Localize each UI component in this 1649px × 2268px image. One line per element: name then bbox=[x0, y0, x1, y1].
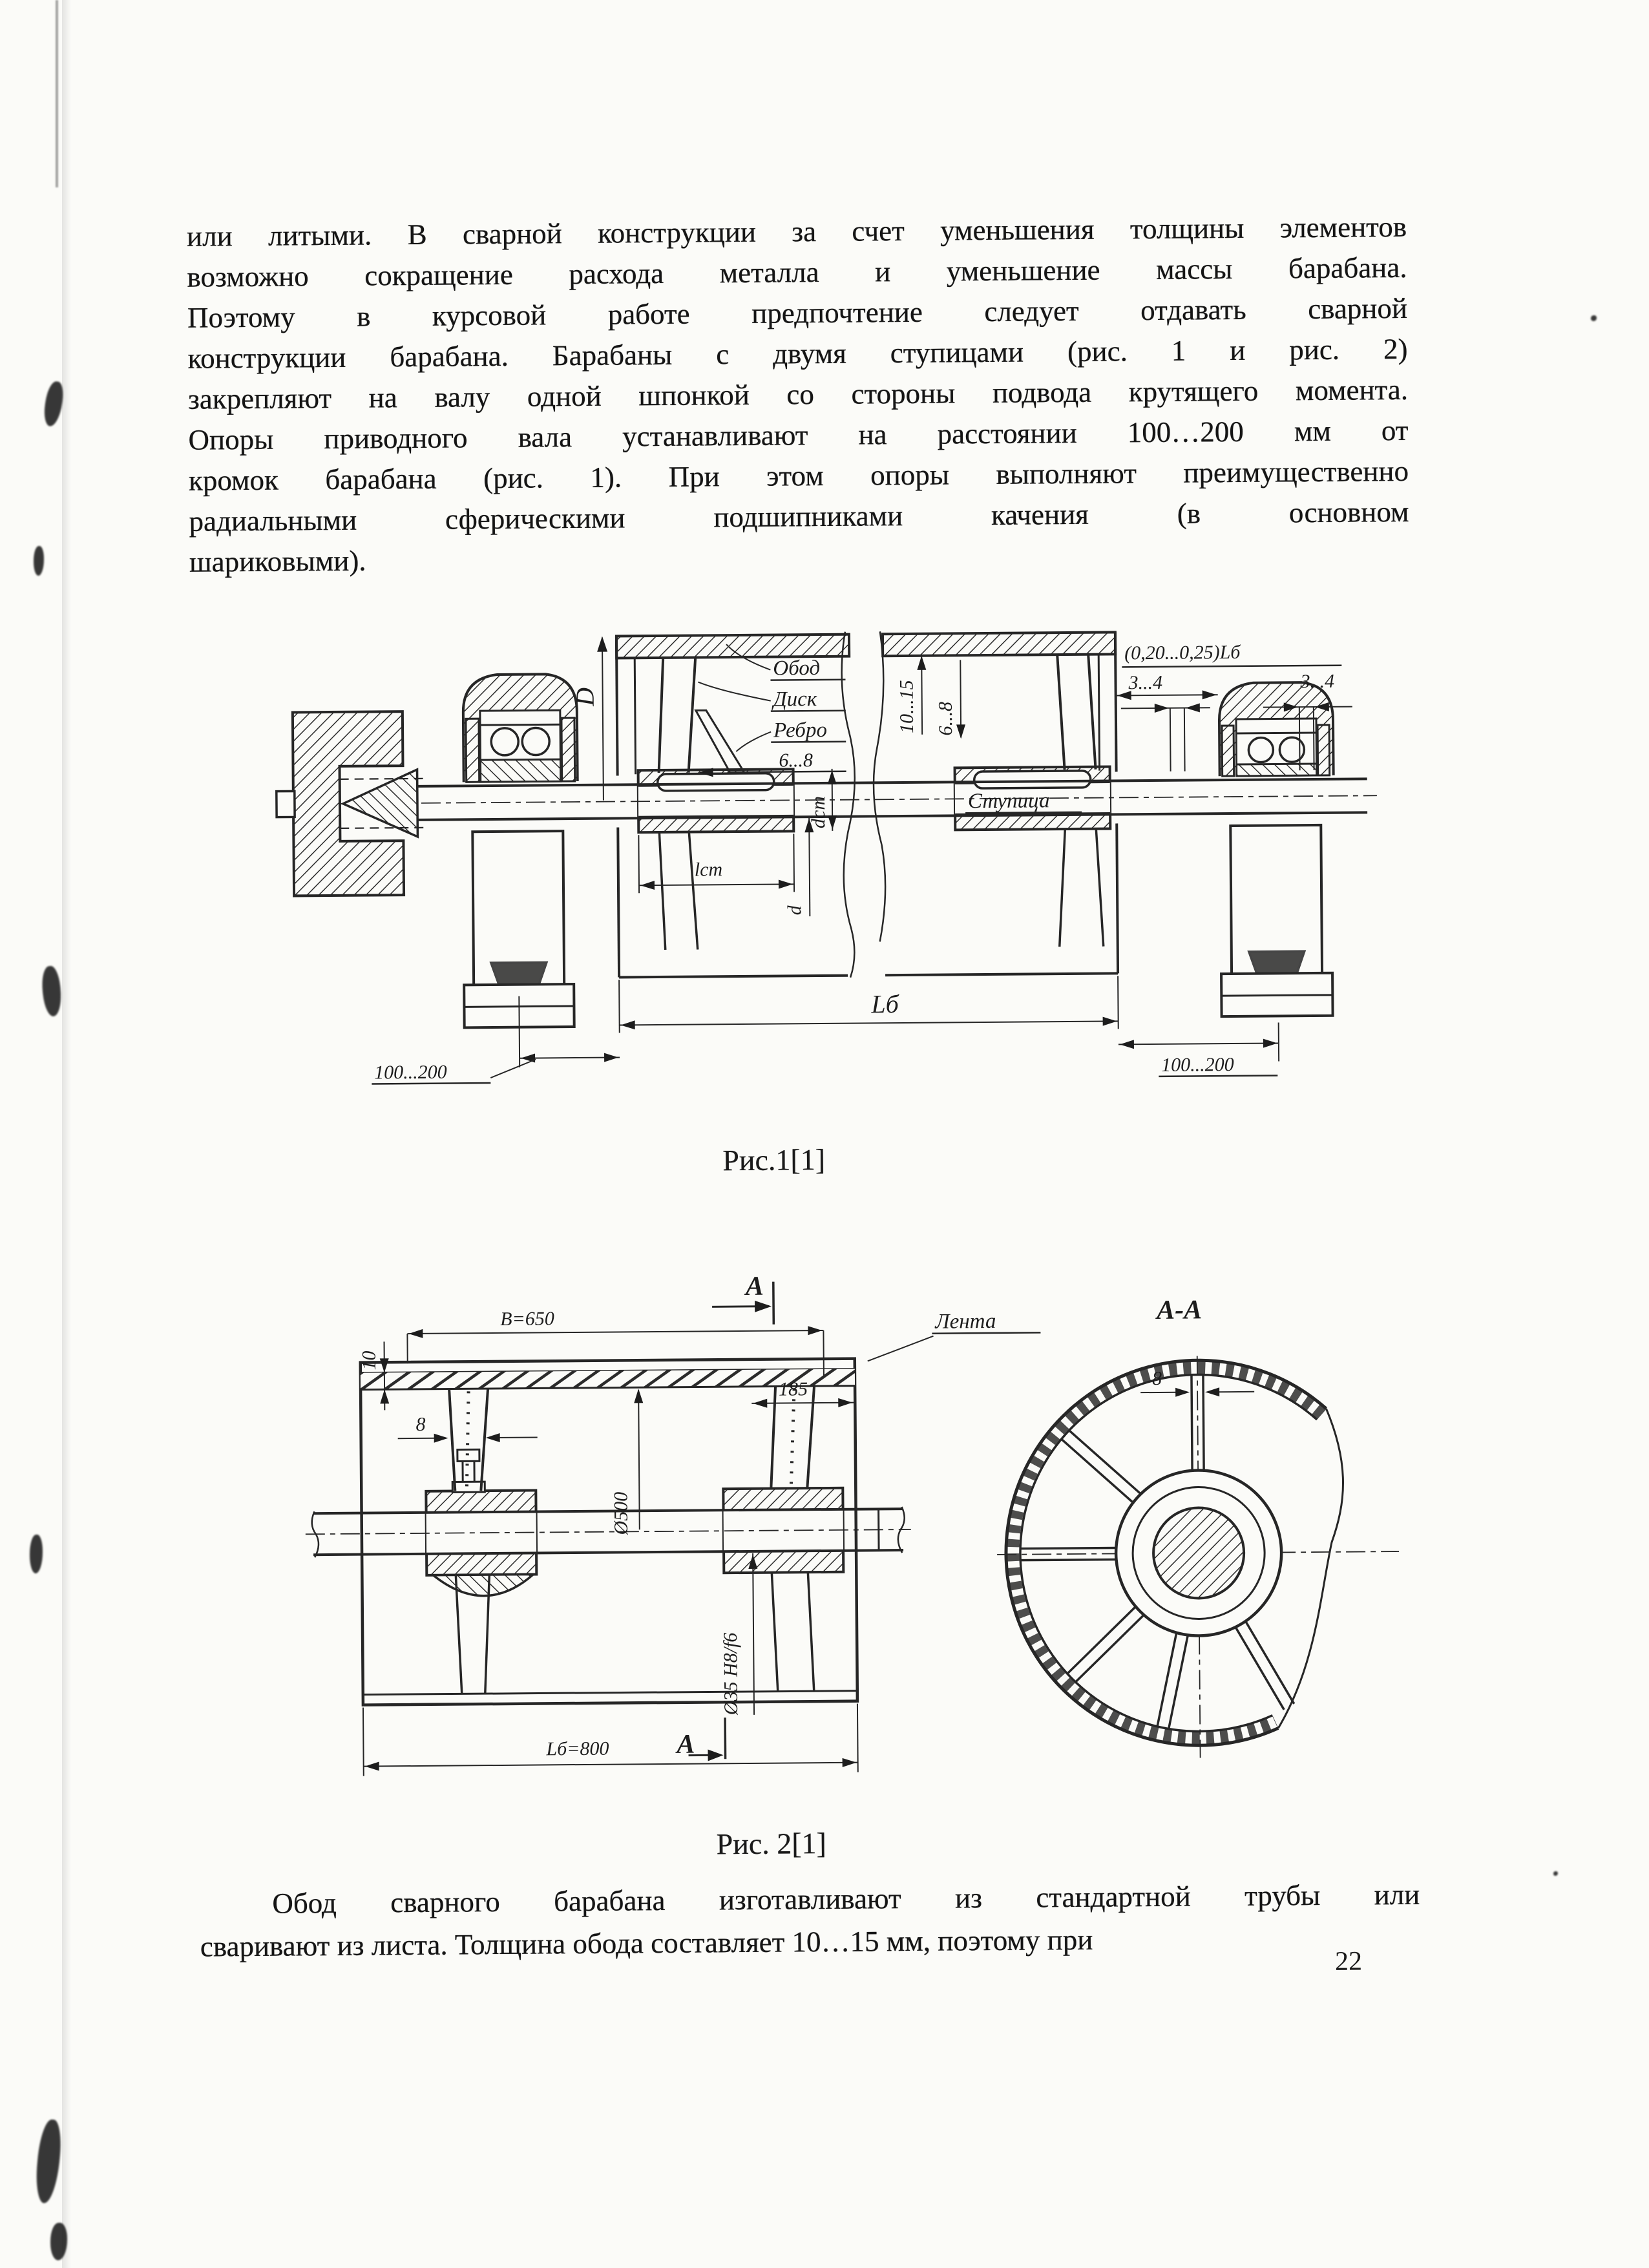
scan-artifact bbox=[34, 546, 44, 576]
scan-crease bbox=[62, 0, 71, 2268]
fig1-cone-icon bbox=[340, 768, 419, 839]
text-line: сваривают из листа. Толщина обода состав… bbox=[200, 1923, 1093, 1963]
fig1-axis-centerline bbox=[281, 795, 1377, 805]
scan-streak bbox=[56, 0, 58, 187]
fig2-rim-rope-hatch bbox=[1007, 1361, 1326, 1745]
figure-1-drawing: Обод Диск Ребро 6...8 10...15 6...8 (0,2… bbox=[274, 608, 1386, 1095]
fig2-drum-views: A B=650 Лента 10 8 185 Ø500 Ø35 H8/f6 Lб… bbox=[305, 1272, 1400, 1776]
fig2-dim-hub-offset: 185 bbox=[779, 1378, 808, 1400]
scan-artifact bbox=[30, 1535, 43, 1573]
fig1-label-rebro: Ребро bbox=[773, 719, 827, 742]
fig2-dim-rim: 10 bbox=[359, 1350, 380, 1370]
fig2-dim-drum-diameter: Ø500 bbox=[610, 1492, 632, 1536]
fig1-bearing-ball-icon bbox=[490, 727, 520, 757]
fig1-break-line bbox=[872, 631, 887, 942]
fig1-dim-dst: dст bbox=[808, 796, 829, 828]
fig1-left-end-fastening bbox=[275, 710, 426, 898]
fig1-dim-D: D bbox=[571, 688, 600, 707]
scan-artifact bbox=[1591, 315, 1597, 321]
fig1-bearing-ball-icon bbox=[1247, 736, 1275, 764]
fig2-section-AA-view bbox=[997, 1356, 1400, 1758]
fig1-label-disk: Диск bbox=[772, 688, 817, 711]
fig2-dimensions bbox=[362, 1281, 1041, 1776]
fig2-bolt-icon bbox=[451, 1448, 486, 1494]
fig1-right-bearing-unit bbox=[1217, 681, 1335, 1018]
fig2-section-mark-top: A bbox=[744, 1272, 764, 1301]
fig1-rib-plate bbox=[694, 709, 746, 773]
fig2-spokes bbox=[1020, 1374, 1296, 1730]
fig1-bearing-ball-icon bbox=[1278, 736, 1306, 764]
fig2-longitudinal-section bbox=[305, 1357, 911, 1706]
fig1-drum-right-wall bbox=[881, 631, 1120, 977]
fig1-dim-rim-thickness: 10...15 bbox=[896, 680, 918, 733]
fig1-dim-gap-right: 3...4 bbox=[1299, 671, 1334, 692]
fig2-section-mark-bottom: A bbox=[675, 1730, 695, 1759]
fig1-dim-support-right: 100...200 bbox=[1161, 1054, 1234, 1076]
fig1-dim-support-left: 100...200 bbox=[374, 1062, 447, 1084]
scan-artifact bbox=[1553, 1871, 1558, 1876]
fig2-dim-disc: 8 bbox=[415, 1414, 425, 1435]
figure-2-drawing: A B=650 Лента 10 8 185 Ø500 Ø35 H8/f6 Lб… bbox=[299, 1257, 1401, 1789]
fig2-label-lenta: Лента bbox=[934, 1310, 996, 1334]
fig2-hub-ring bbox=[1131, 1486, 1266, 1620]
fig1-left-bearing-unit bbox=[461, 673, 579, 1029]
paragraph-bottom: Обод сварного барабана изготавливают из … bbox=[200, 1873, 1420, 1968]
scan-artifact bbox=[50, 2223, 67, 2260]
fig1-dim-overhang: (0,20...0,25)Lб bbox=[1124, 642, 1241, 664]
fig1-dim-gap-left: 3...4 bbox=[1128, 672, 1162, 693]
fig2-labels: A B=650 Лента 10 8 185 Ø500 Ø35 H8/f6 Lб… bbox=[359, 1272, 1203, 1760]
fig1-bearing-ball-icon bbox=[521, 726, 551, 757]
fig1-shell-left bbox=[614, 633, 851, 660]
fig2-dim-shaft-fit: Ø35 H8/f6 bbox=[720, 1633, 742, 1716]
fig2-axis-centerline bbox=[305, 1529, 911, 1535]
fig1-drum-assembly-section: Обод Диск Ребро 6...8 10...15 6...8 (0,2… bbox=[275, 631, 1377, 1085]
fig1-dim-Lb: Lб bbox=[870, 989, 900, 1018]
fig2-washer-cup bbox=[430, 1573, 537, 1597]
fig2-dim-rib: 8 bbox=[1152, 1368, 1162, 1389]
fig1-label-stupica: Ступица bbox=[968, 789, 1050, 813]
fig2-rim-inner-arc bbox=[1019, 1373, 1318, 1733]
fig1-shaft bbox=[281, 777, 1377, 821]
fig2-section-title: А-А bbox=[1155, 1295, 1202, 1325]
fig2-shaft-core bbox=[1152, 1506, 1246, 1600]
fig1-dim-disc-right: 6...8 bbox=[935, 702, 956, 736]
fig1-dimensions bbox=[372, 636, 1352, 1085]
fig1-shell-right bbox=[881, 631, 1117, 658]
figure-1-caption: Рис.1[1] bbox=[722, 1142, 826, 1177]
figure-2-caption: Рис. 2[1] bbox=[716, 1827, 827, 1861]
fig2-rim-outer-arc bbox=[1004, 1358, 1328, 1747]
fig1-dim-d: d bbox=[784, 905, 805, 915]
fig1-break-line bbox=[841, 631, 856, 978]
fig2-drum-outline bbox=[359, 1357, 859, 1706]
fig2-rim-break-edge bbox=[1277, 1408, 1344, 1729]
fig1-dim-disc-thickness: 6...8 bbox=[779, 750, 813, 771]
fig2-dim-belt-width: B=650 bbox=[500, 1308, 554, 1330]
fig1-label-obod: Обод bbox=[773, 656, 820, 680]
fig2-shell-hatch-band bbox=[360, 1369, 856, 1390]
paragraph-top: или литыми. В сварной конструкции за сче… bbox=[187, 207, 1409, 583]
page-number: 22 bbox=[1334, 1946, 1363, 1977]
fig1-dim-lst: lст bbox=[695, 859, 723, 880]
fig2-dim-drum-length: Lб=800 bbox=[545, 1738, 609, 1760]
fig1-labels: Обод Диск Ребро 6...8 10...15 6...8 (0,2… bbox=[374, 642, 1334, 1084]
fig1-drum-left-wall bbox=[614, 633, 851, 979]
